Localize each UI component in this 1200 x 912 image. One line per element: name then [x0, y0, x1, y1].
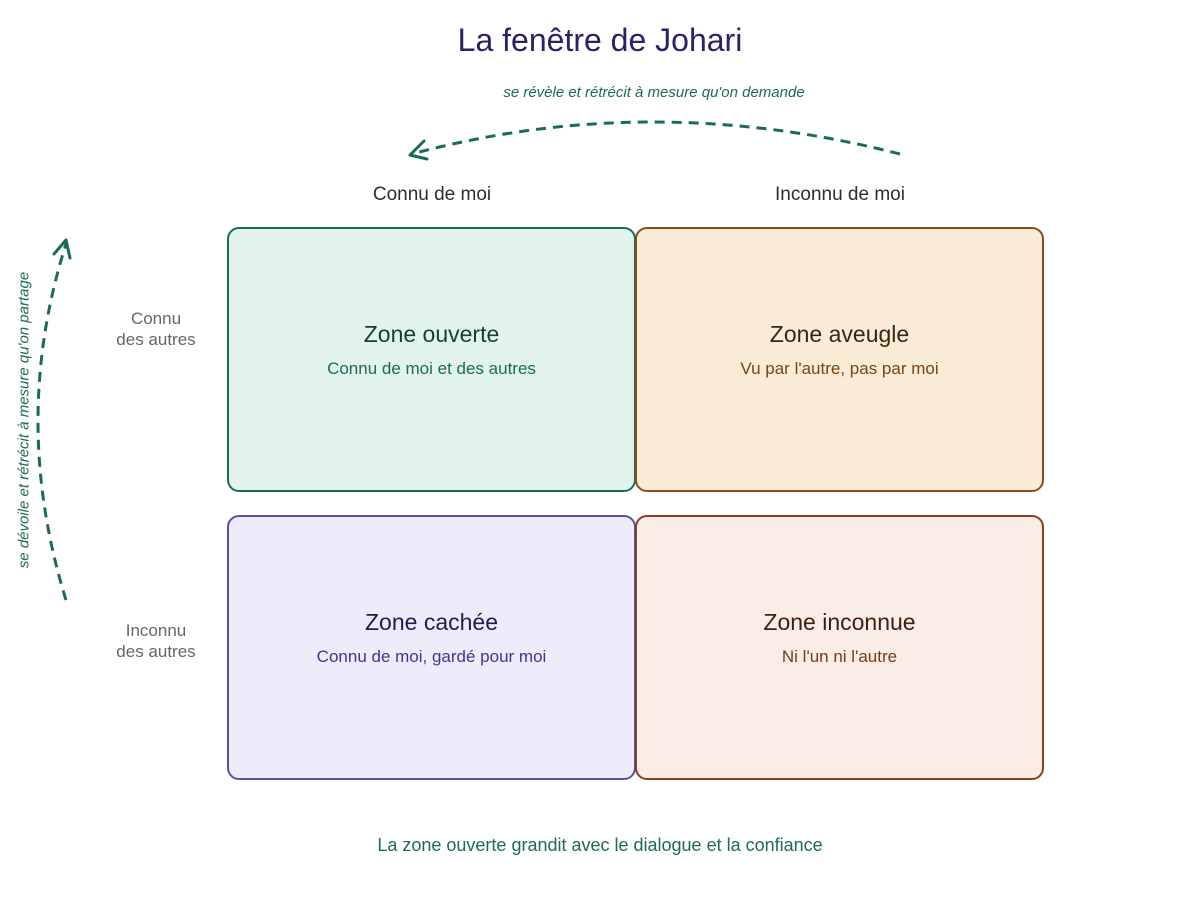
zone-blind: Zone aveugle Vu par l'autre, pas par moi [635, 227, 1044, 492]
row-header-line: des autres [116, 330, 196, 349]
diagram-title: La fenêtre de Johari [457, 22, 743, 58]
zone-title: Zone inconnue [763, 609, 916, 635]
zone-hidden: Zone cachée Connu de moi, gardé pour moi [227, 515, 636, 780]
zone-unknown: Zone inconnue Ni l'un ni l'autre [635, 515, 1044, 780]
side-arrowhead [52, 238, 72, 260]
side-arrow-label: se dévoile et rétrécit à mesure qu'on pa… [15, 271, 33, 569]
top-arrow-label: se révèle et rétrécit à mesure qu'on dem… [503, 84, 805, 101]
footer-caption: La zone ouverte grandit avec le dialogue… [377, 835, 823, 855]
zone-title: Zone ouverte [363, 321, 500, 347]
top-arrowhead [408, 139, 429, 161]
zone-open: Zone ouverte Connu de moi et des autres [227, 227, 636, 492]
row-header-line: Connu [130, 309, 182, 328]
zone-title: Zone cachée [365, 609, 498, 635]
zone-subtitle: Connu de moi et des autres [327, 359, 536, 378]
row-header-line: des autres [116, 642, 196, 661]
zone-subtitle: Ni l'un ni l'autre [781, 647, 898, 666]
zone-subtitle: Vu par l'autre, pas par moi [740, 359, 939, 378]
row-header-known-to-others: Connu des autres [96, 308, 216, 350]
row-header-line: Inconnu [125, 621, 187, 640]
column-header-unknown-to-self: Inconnu de moi [775, 184, 905, 205]
side-curved-arrow [36, 243, 68, 601]
column-header-known-to-self: Connu de moi [372, 184, 492, 205]
zone-title: Zone aveugle [769, 321, 910, 347]
row-header-unknown-to-others: Inconnu des autres [96, 620, 216, 662]
zone-subtitle: Connu de moi, gardé pour moi [316, 647, 547, 666]
top-curved-arrow [411, 120, 901, 156]
